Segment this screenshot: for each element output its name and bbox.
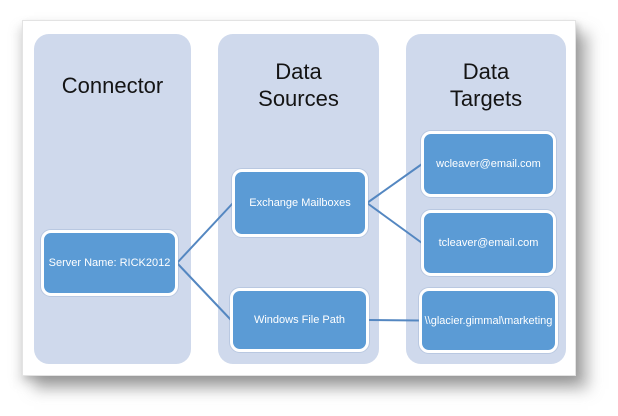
node-exchange-mailboxes: Exchange Mailboxes xyxy=(232,169,368,237)
column-connector: Connector xyxy=(34,34,191,364)
column-heading-data-targets: Data Targets xyxy=(449,59,523,111)
node-wcleaver-email: wcleaver@email.com xyxy=(421,131,556,197)
node-windows-file-path: Windows File Path xyxy=(230,288,369,352)
column-heading-connector: Connector xyxy=(61,72,164,98)
node-glacier-marketing-path: \\glacier.gimmal\marketing xyxy=(419,288,558,353)
node-server-name: Server Name: RICK2012 xyxy=(41,230,178,296)
column-heading-data-sources: Data Sources xyxy=(258,59,339,111)
diagram-page: Connector Data Sources Data Targets Serv… xyxy=(22,20,576,376)
node-tcleaver-email: tcleaver@email.com xyxy=(421,210,556,276)
